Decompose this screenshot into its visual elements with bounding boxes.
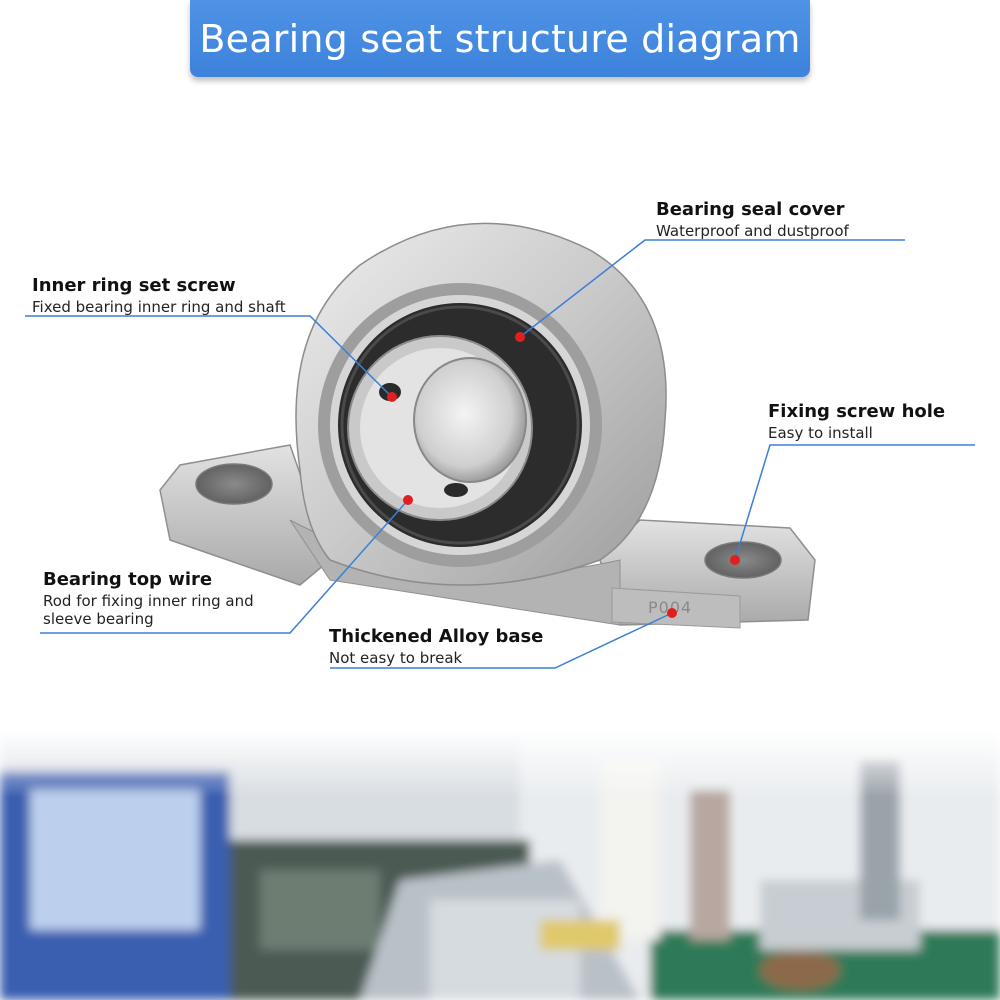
leader-seal-cover [519, 239, 905, 338]
title-banner: Bearing seat structure diagram [190, 0, 810, 77]
marker-top-wire [403, 495, 413, 505]
callout-set-screw: Inner ring set screw Fixed bearing inner… [32, 275, 286, 316]
leader-set-screw [25, 315, 393, 398]
callout-screw-hole: Fixing screw hole Easy to install [768, 401, 945, 442]
callout-desc: Rod for fixing inner ring and sleeve bea… [43, 592, 254, 628]
callout-desc: Waterproof and dustproof [656, 222, 849, 240]
mounting-hole-right [704, 541, 782, 579]
markers [387, 332, 740, 618]
callout-title: Bearing top wire [43, 569, 213, 590]
factory-background-photo [0, 730, 1000, 1000]
callout-title: Bearing seal cover [656, 199, 845, 220]
leader-lines [25, 239, 975, 669]
leader-alloy-base [330, 612, 673, 669]
marker-alloy-base [667, 608, 677, 618]
marker-seal-cover [515, 332, 525, 342]
callout-desc: Not easy to break [329, 649, 463, 667]
marker-screw-hole [730, 555, 740, 565]
callout-alloy-base: Thickened Alloy base Not easy to break [329, 626, 543, 667]
callout-desc: Easy to install [768, 424, 873, 442]
page-title: Bearing seat structure diagram [199, 16, 801, 61]
leader-top-wire [40, 499, 409, 634]
bearing-unit [318, 283, 602, 567]
leader-screw-hole [734, 444, 975, 561]
callout-seal-cover: Bearing seal cover Waterproof and dustpr… [656, 199, 849, 240]
callout-title: Thickened Alloy base [329, 626, 544, 647]
callout-top-wire: Bearing top wire Rod for fixing inner ri… [43, 569, 293, 628]
mounting-hole-left [195, 463, 273, 505]
callout-title: Inner ring set screw [32, 275, 236, 296]
set-screw-2 [444, 483, 468, 497]
bearing-diagram: P004 [25, 222, 975, 669]
marker-set-screw [387, 392, 397, 402]
callout-desc: Fixed bearing inner ring and shaft [32, 298, 286, 316]
shaft-bore [413, 357, 527, 483]
part-marking: P004 [648, 598, 692, 617]
callout-title: Fixing screw hole [768, 401, 946, 422]
